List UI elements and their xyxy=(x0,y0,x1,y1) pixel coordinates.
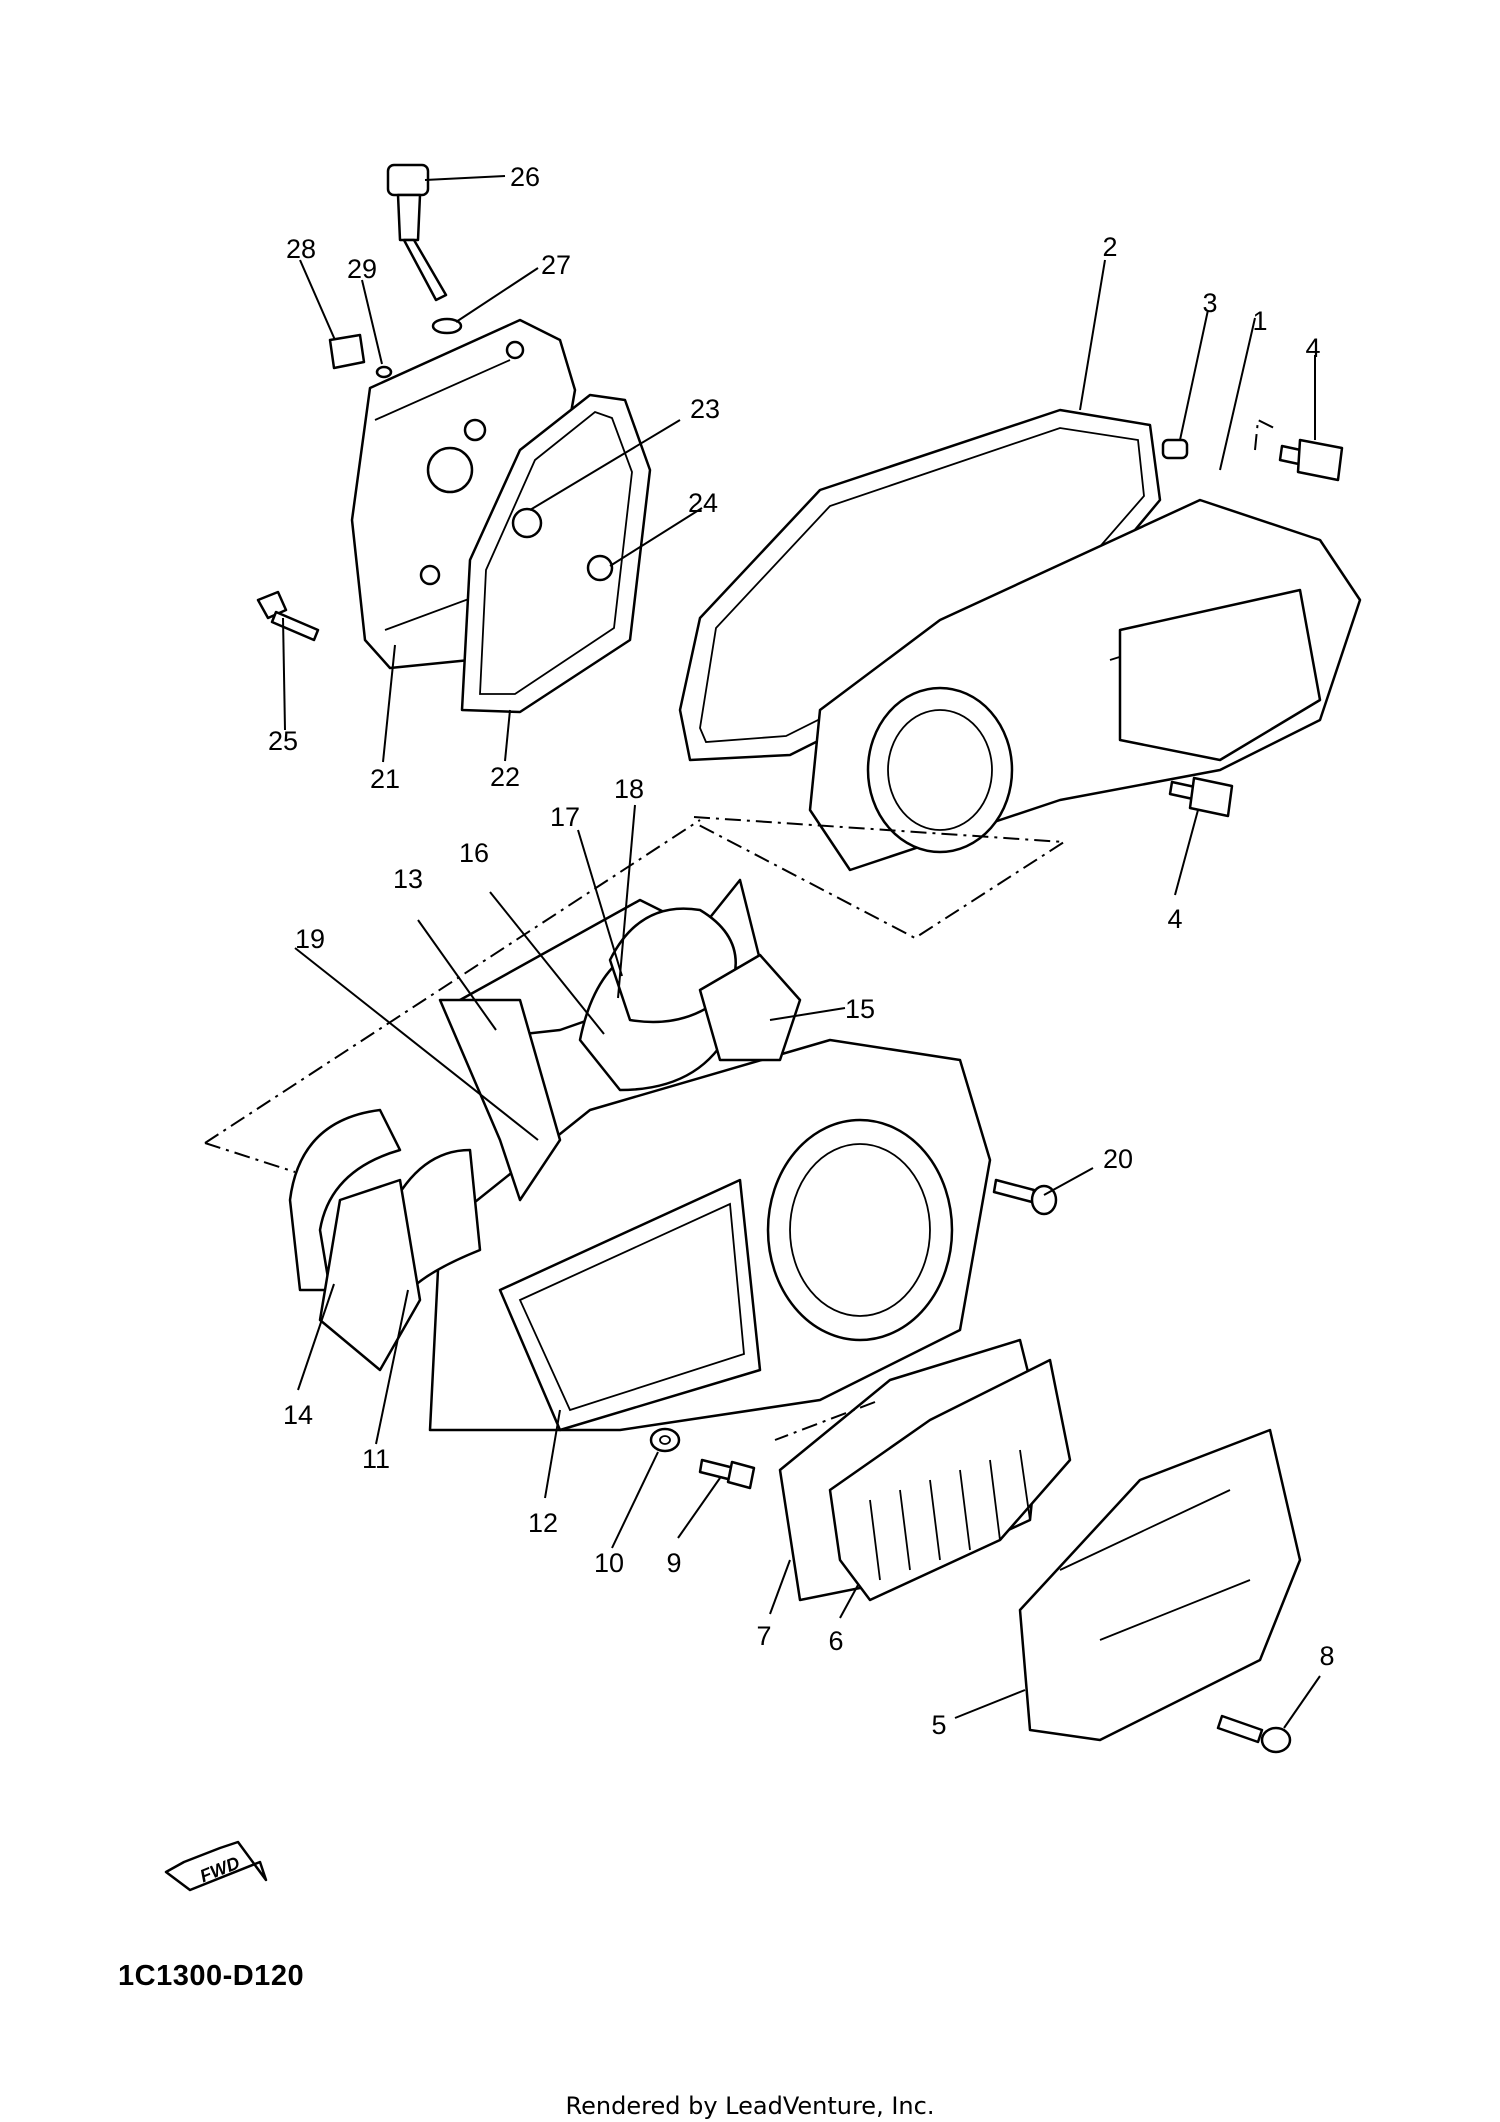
callout-9: 9 xyxy=(666,1548,681,1578)
callout-4b: 4 xyxy=(1167,904,1182,934)
callout-25: 25 xyxy=(268,726,298,756)
callout-1: 1 xyxy=(1252,306,1267,336)
callout-7: 7 xyxy=(756,1621,771,1651)
transmission-gasket-part xyxy=(678,408,1162,762)
callout-26: 26 xyxy=(510,162,540,192)
callout-4a: 4 xyxy=(1305,333,1320,363)
callout-11: 11 xyxy=(362,1444,390,1474)
callout-12: 12 xyxy=(528,1508,558,1538)
callout-23: 23 xyxy=(690,394,720,424)
alignment-lines xyxy=(204,418,1279,1441)
air-cleaner-case-part xyxy=(428,1038,992,1432)
callout-8: 8 xyxy=(1319,1641,1334,1671)
callout-21: 21 xyxy=(370,764,400,794)
leader-lines xyxy=(282,175,1321,1729)
callout-24: 24 xyxy=(688,488,718,518)
air-filter-element-part xyxy=(778,1338,1072,1602)
callout-2: 2 xyxy=(1102,232,1117,262)
callout-5: 5 xyxy=(931,1710,946,1740)
transmission-cover-part xyxy=(808,498,1362,872)
callout-20: 20 xyxy=(1103,1144,1133,1174)
screw-8-part xyxy=(1216,1714,1292,1754)
callout-10: 10 xyxy=(594,1548,624,1578)
callout-14: 14 xyxy=(283,1400,313,1430)
callout-27: 27 xyxy=(541,250,571,280)
fasteners-upper-right xyxy=(1161,438,1344,818)
crankcase-gasket-part xyxy=(460,393,652,714)
callout-3: 3 xyxy=(1202,288,1217,318)
seal-parts xyxy=(288,878,802,1372)
oil-plug-part xyxy=(328,163,463,379)
fwd-arrow-icon: FWD xyxy=(164,1840,268,1892)
callout-18: 18 xyxy=(614,774,644,804)
diagram-code: 1C1300-D120 xyxy=(118,1960,305,1992)
washer-screw-parts xyxy=(649,1427,756,1490)
callout-15: 15 xyxy=(845,994,875,1024)
callout-6: 6 xyxy=(828,1626,843,1656)
callout-22: 22 xyxy=(490,762,520,792)
callout-28: 28 xyxy=(286,234,316,264)
bolt-20-part xyxy=(992,1178,1058,1216)
callout-numbers: 1 2 3 4 4 5 6 7 8 9 10 11 12 13 14 15 16… xyxy=(268,162,1335,1740)
callout-16: 16 xyxy=(459,838,489,868)
callout-17: 17 xyxy=(550,802,580,832)
callout-13: 13 xyxy=(393,864,423,894)
callout-29: 29 xyxy=(347,254,377,284)
callout-19: 19 xyxy=(295,924,325,954)
bolt-25-part xyxy=(256,590,320,642)
air-cleaner-cover-part xyxy=(1018,1428,1302,1742)
footer-credit: Rendered by LeadVenture, Inc. xyxy=(565,2092,935,2120)
